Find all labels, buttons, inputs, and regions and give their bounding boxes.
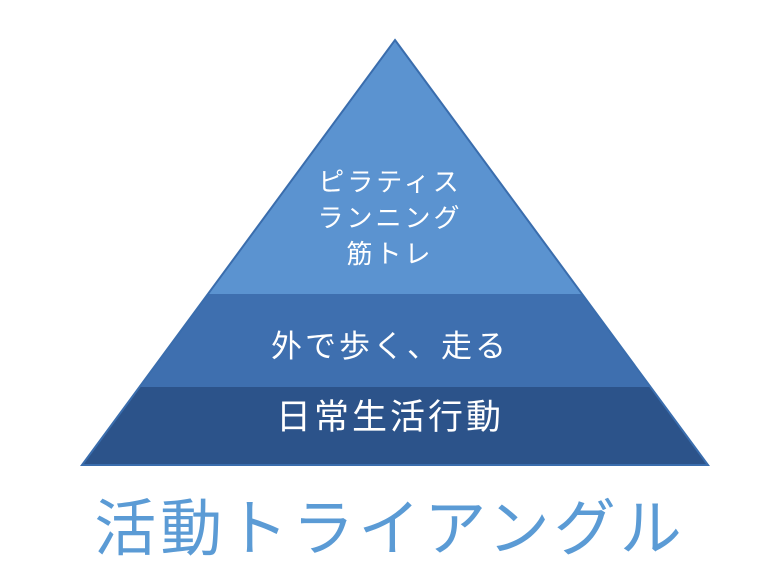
top-tier-line-pilates: ピラティス <box>318 168 462 198</box>
middle-tier-label: 外で歩く、走る <box>271 329 509 365</box>
pyramid-bottom-tier <box>82 387 708 465</box>
top-tier-line-running: ランニング <box>317 204 463 234</box>
pyramid-top-tier <box>208 40 582 294</box>
bottom-tier-label: 日常生活行動 <box>275 398 504 438</box>
top-tier-line-strength: 筋トレ <box>346 240 434 270</box>
pyramid-outline <box>80 38 710 466</box>
diagram-caption: 活動トライアングル <box>94 492 686 565</box>
pyramid-middle-tier <box>140 294 650 387</box>
